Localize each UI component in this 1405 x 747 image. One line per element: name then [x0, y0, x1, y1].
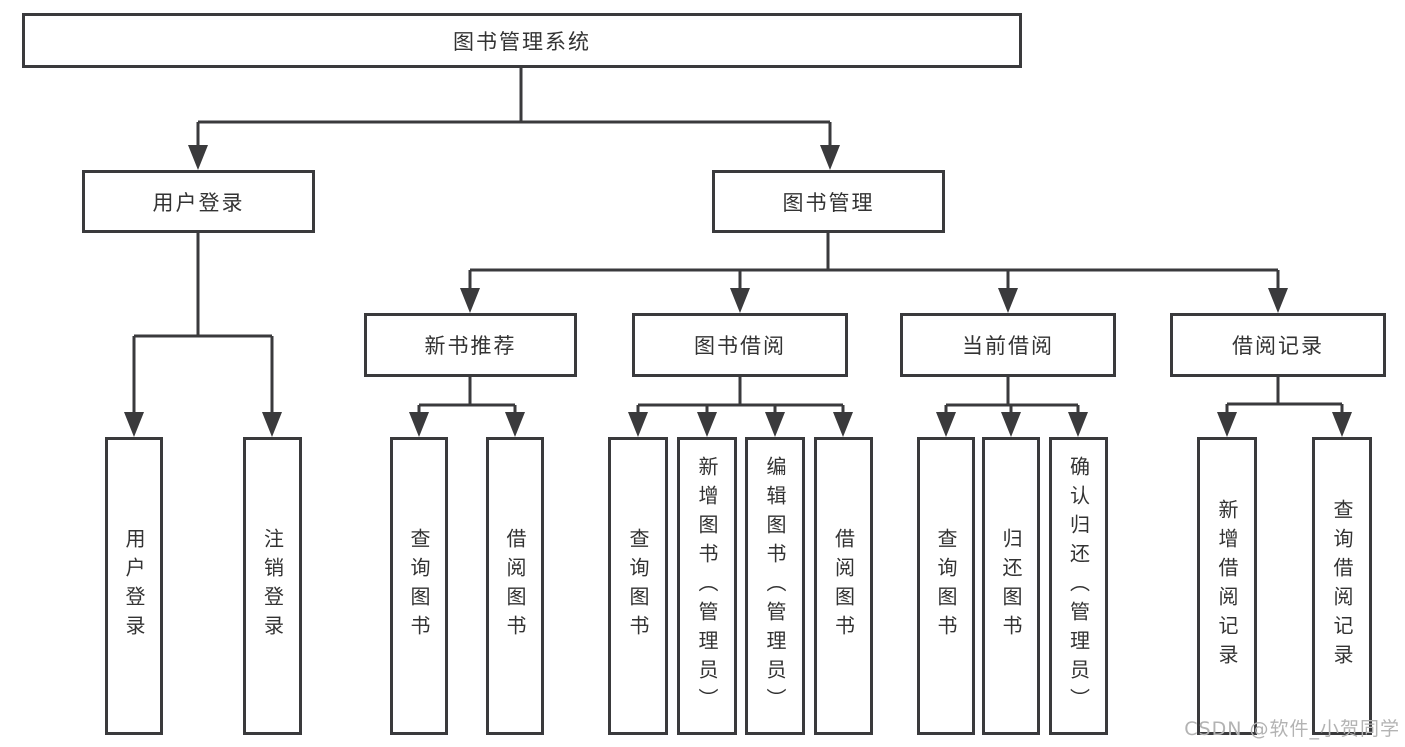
- connector-book-borrow-children: [636, 377, 845, 416]
- node-root-label: 图书管理系统: [453, 29, 591, 54]
- leaf-borrow-edit-book-label: 编辑图书（管理员）: [763, 455, 787, 717]
- leaf-records-add-record-label: 新增借阅记录: [1215, 499, 1239, 673]
- node-borrow-records-label: 借阅记录: [1232, 334, 1324, 358]
- connector-current-borrow-children: [944, 377, 1080, 416]
- node-book-management-label: 图书管理: [782, 190, 875, 215]
- connector-user-login-children: [132, 233, 274, 416]
- leaf-user-login-login: 用户登录: [105, 437, 163, 735]
- leaf-current-confirm-return-label: 确认归还（管理员）: [1066, 455, 1091, 717]
- leaf-user-login-login-label: 用户登录: [122, 528, 146, 644]
- node-book-borrow: 图书借阅: [632, 313, 848, 377]
- node-user-login: 用户登录: [82, 170, 315, 233]
- leaf-borrow-add-book: 新增图书（管理员）: [677, 437, 737, 735]
- leaf-current-query-book: 查询图书: [917, 437, 975, 735]
- leaf-records-query-record-label: 查询借阅记录: [1330, 499, 1354, 673]
- leaf-recommend-borrow-book: 借阅图书: [486, 437, 544, 735]
- connector-book-management-children: [468, 233, 1280, 292]
- connector-borrow-records-children: [1225, 377, 1344, 416]
- node-current-borrow-label: 当前借阅: [962, 334, 1054, 358]
- leaf-user-login-logout-label: 注销登录: [260, 528, 285, 644]
- watermark: CSDN @软件_小贺同学: [1184, 718, 1400, 740]
- leaf-records-query-record: 查询借阅记录: [1312, 437, 1372, 735]
- node-book-borrow-label: 图书借阅: [694, 334, 786, 358]
- leaf-borrow-query-book: 查询图书: [608, 437, 668, 735]
- leaf-borrow-add-book-label: 新增图书（管理员）: [695, 455, 719, 717]
- leaf-borrow-borrow-book: 借阅图书: [814, 437, 873, 735]
- connector-root-to-level1: [196, 68, 832, 150]
- node-root: 图书管理系统: [22, 13, 1022, 68]
- leaf-borrow-edit-book: 编辑图书（管理员）: [745, 437, 805, 735]
- leaf-borrow-query-book-label: 查询图书: [626, 528, 650, 644]
- leaf-current-return-book-label: 归还图书: [999, 528, 1023, 644]
- node-borrow-records: 借阅记录: [1170, 313, 1386, 377]
- leaf-user-login-logout: 注销登录: [243, 437, 302, 735]
- leaf-recommend-query-book: 查询图书: [390, 437, 448, 735]
- leaf-records-add-record: 新增借阅记录: [1197, 437, 1257, 735]
- node-current-borrow: 当前借阅: [900, 313, 1116, 377]
- node-new-book-recommend: 新书推荐: [364, 313, 577, 377]
- connector-new-book-recommend-children: [417, 377, 517, 416]
- leaf-recommend-query-book-label: 查询图书: [407, 528, 431, 644]
- leaf-current-query-book-label: 查询图书: [934, 528, 958, 644]
- leaf-recommend-borrow-book-label: 借阅图书: [503, 528, 527, 644]
- leaf-borrow-borrow-book-label: 借阅图书: [831, 528, 856, 644]
- leaf-current-return-book: 归还图书: [982, 437, 1040, 735]
- node-book-management: 图书管理: [712, 170, 945, 233]
- node-new-book-recommend-label: 新书推荐: [424, 334, 517, 358]
- leaf-current-confirm-return: 确认归还（管理员）: [1049, 437, 1108, 735]
- node-user-login-label: 用户登录: [152, 190, 245, 215]
